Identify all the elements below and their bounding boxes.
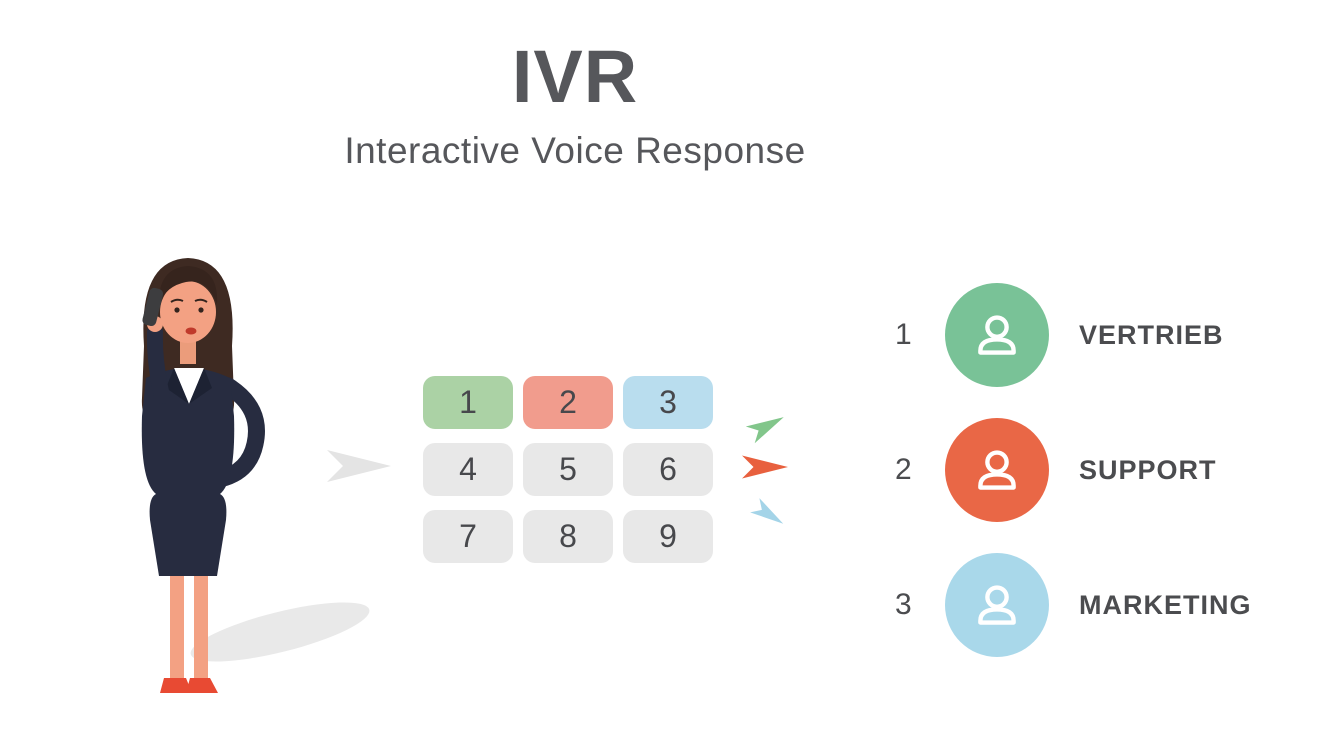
keypad-key-4: 4 (423, 443, 513, 496)
face (160, 281, 216, 343)
destination-number: 2 (895, 453, 912, 486)
destination-number: 3 (895, 588, 912, 621)
caller-shadow (190, 602, 370, 662)
skirt (149, 494, 227, 576)
page-subtitle: Interactive Voice Response (344, 130, 806, 171)
keypad-key-6: 6 (623, 443, 713, 496)
header: IVR Interactive Voice Response (0, 40, 1150, 172)
destination-label: VERTRIEB (1079, 319, 1224, 350)
woman-on-phone-illustration (141, 258, 370, 693)
destination-number: 1 (895, 318, 912, 351)
destination-label: MARKETING (1079, 589, 1252, 620)
destination-avatar (945, 418, 1049, 522)
destination-support: 2 SUPPORT (895, 418, 1217, 522)
shoe-icon (186, 678, 218, 693)
caller-illustration (58, 246, 378, 711)
keypad-key-8: 8 (523, 510, 613, 563)
keypad-key-3: 3 (623, 376, 713, 429)
caller-to-keypad-arrow-icon (326, 444, 392, 488)
destination-avatar (945, 283, 1049, 387)
keypad-key-7: 7 (423, 510, 513, 563)
phone-icon (142, 287, 164, 327)
shoe-icon (160, 678, 192, 693)
person-icon (978, 585, 1016, 625)
route-1-arrow-up-right-icon (744, 405, 791, 448)
person-icon (978, 450, 1016, 490)
route-3-arrow-down-right-icon (748, 495, 790, 534)
destination-label: SUPPORT (1079, 454, 1217, 485)
destination-marketing: 3 MARKETING (895, 553, 1252, 657)
mouth (185, 327, 197, 335)
keypad-key-1: 1 (423, 376, 513, 429)
keypad-key-9: 9 (623, 510, 713, 563)
keypad: 1 2 3 4 5 6 7 8 9 (423, 376, 713, 563)
keypad-key-5: 5 (523, 443, 613, 496)
destination-avatar (945, 553, 1049, 657)
keypad-key-2: 2 (523, 376, 613, 429)
route-2-arrow-right-icon (742, 451, 788, 483)
page-title: IVR (511, 35, 639, 118)
person-icon (978, 315, 1016, 355)
destination-vertrieb: 1 VERTRIEB (895, 283, 1224, 387)
shirt (174, 368, 204, 404)
